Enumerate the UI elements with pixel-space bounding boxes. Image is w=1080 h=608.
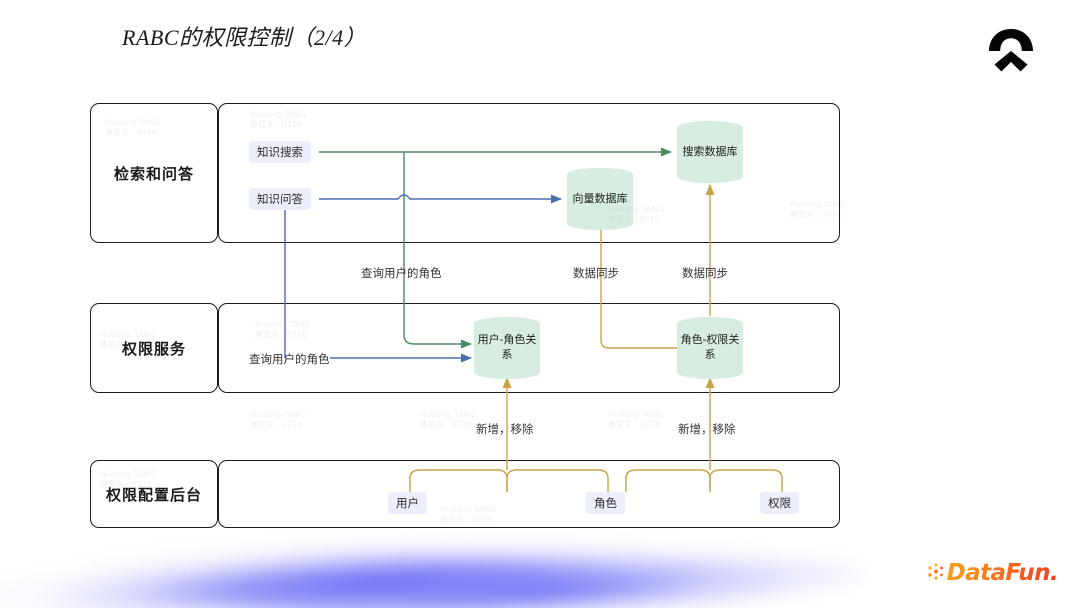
edge-label-data-sync-search: 数据同步 (682, 268, 728, 280)
edge-label-data-sync-vector: 数据同步 (573, 268, 619, 280)
band-label-text: 权限配置后台 (105, 486, 202, 504)
chip-user[interactable]: 用户 (388, 492, 427, 514)
chip-label: 用户 (396, 498, 419, 510)
db-label: 向量数据库 (572, 192, 628, 205)
db-user-role-relation[interactable]: 用户-角色关系 (474, 317, 540, 379)
band-label-permission-console: 权限配置后台 (90, 460, 218, 528)
band-label-retrieval-qa: 检索和问答 (90, 103, 218, 243)
edge-label-add-remove-right: 新增，移除 (678, 424, 736, 436)
cylinder-body (677, 127, 743, 177)
cylinder-body (474, 323, 540, 373)
band-label-permission-service: 权限服务 (90, 303, 218, 393)
db-role-permission-relation[interactable]: 角色-权限关系 (677, 317, 743, 379)
cylinder-body (677, 323, 743, 373)
db-label: 用户-角色关系 (477, 334, 537, 361)
edge-label-query-user-role-mid: 查询用户的角色 (249, 354, 330, 366)
db-label: 搜索数据库 (682, 145, 738, 158)
band-label-text: 权限服务 (121, 340, 186, 358)
datafun-logo: DataFun. (927, 560, 1059, 586)
nio-logo (982, 20, 1040, 78)
band-label-text: 检索和问答 (113, 165, 194, 183)
db-vector-database[interactable]: 向量数据库 (567, 168, 633, 230)
band-body-retrieval-qa (218, 103, 840, 243)
cylinder-top (677, 121, 743, 134)
datafun-dots-icon (927, 563, 943, 580)
chip-knowledge-qa[interactable]: 知识问答 (249, 188, 311, 210)
edge-label-query-user-role-top: 查询用户的角色 (361, 268, 442, 280)
chip-knowledge-search[interactable]: 知识搜索 (249, 141, 311, 163)
chip-label: 角色 (594, 498, 617, 510)
cylinder-top (474, 317, 540, 330)
chip-permission[interactable]: 权限 (760, 492, 799, 514)
cylinder-top (677, 317, 743, 330)
chip-role[interactable]: 角色 (586, 492, 625, 514)
edge-label-add-remove-left: 新增，移除 (476, 424, 534, 436)
chip-label: 知识搜索 (257, 147, 303, 159)
db-label: 角色-权限关系 (680, 334, 740, 361)
cylinder-top (567, 168, 633, 181)
page-title: RABC的权限控制（2/4） (122, 25, 367, 50)
db-search-database[interactable]: 搜索数据库 (677, 121, 743, 183)
chip-label: 权限 (768, 498, 791, 510)
chip-label: 知识问答 (257, 194, 303, 206)
datafun-wordmark: DataFun. (946, 560, 1059, 586)
